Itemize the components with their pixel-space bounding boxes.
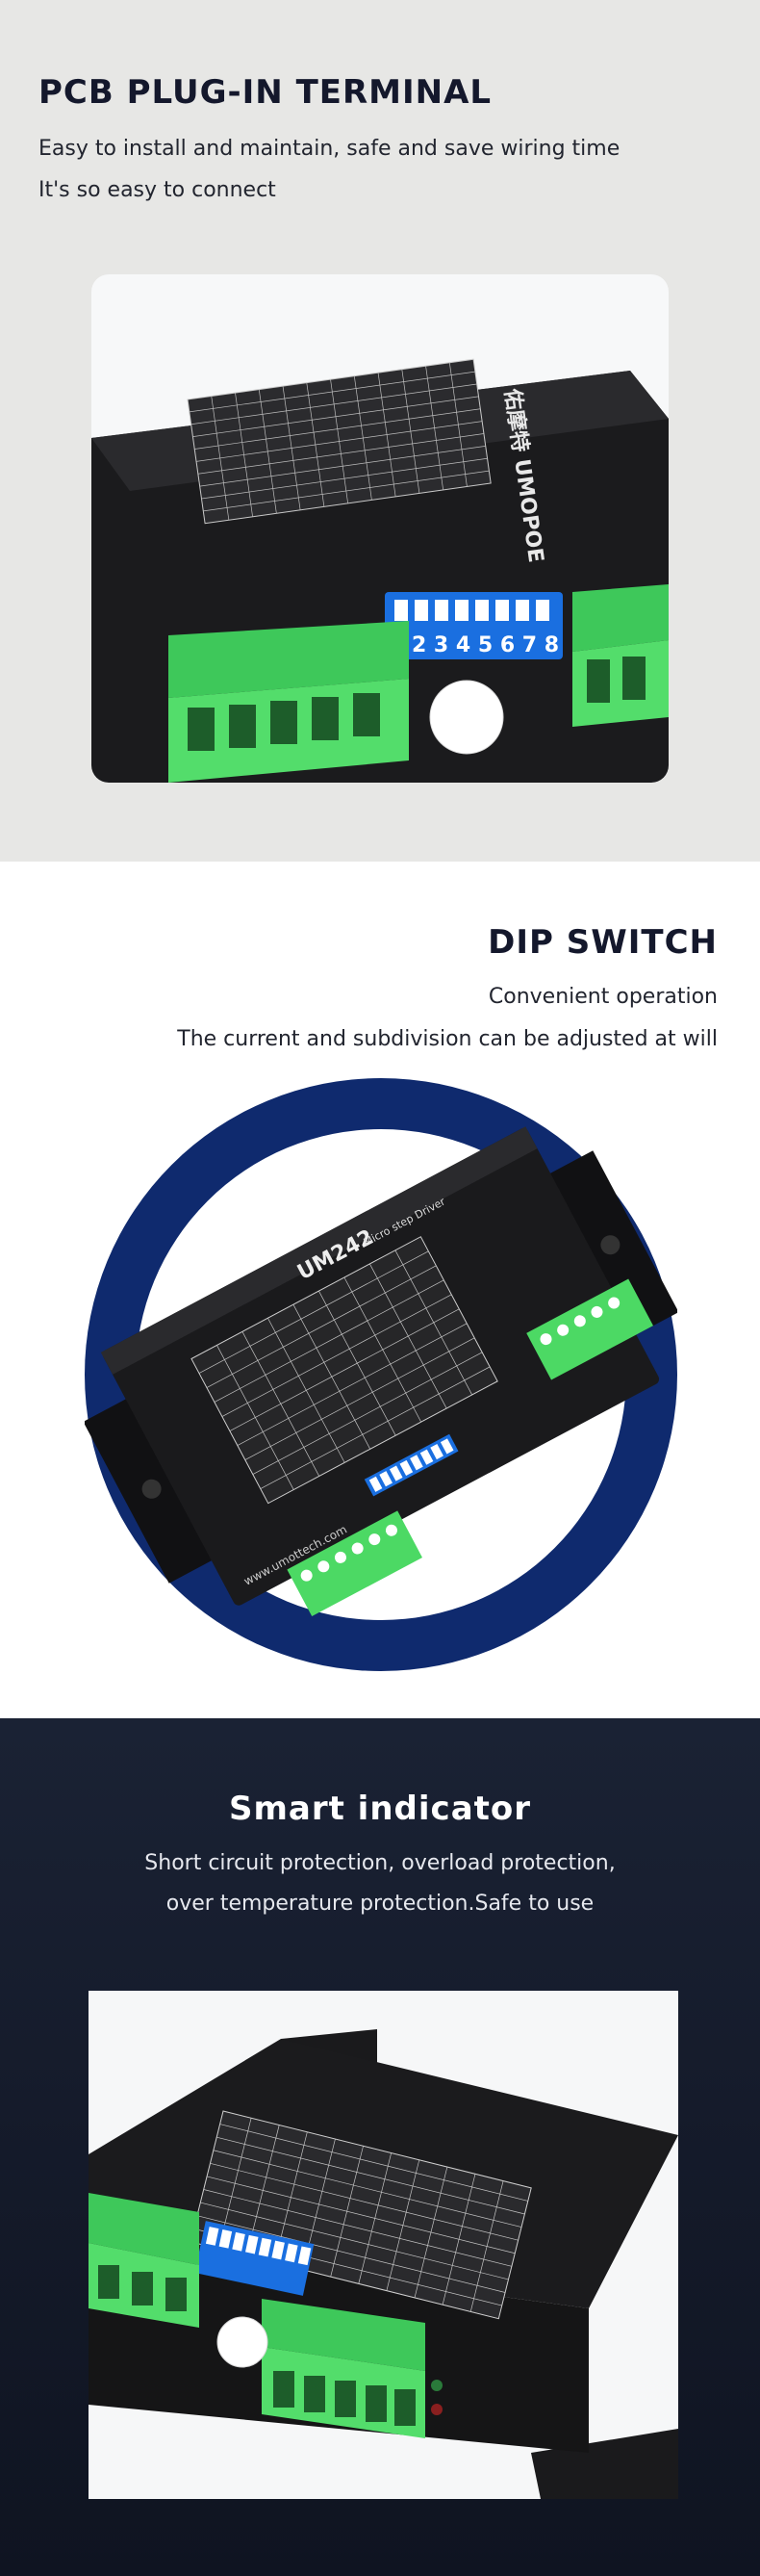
dip-title: DIP SWITCH <box>488 923 718 962</box>
indicator-title: Smart indicator <box>228 1790 532 1828</box>
red-led-icon <box>431 2404 443 2415</box>
green-terminal-right <box>572 584 669 727</box>
indicator-product-photo <box>89 1991 678 2499</box>
terminal-section: PCB PLUG-IN TERMINAL Easy to install and… <box>0 0 760 862</box>
indicator-line-2: over temperature protection.Safe to use <box>165 1892 595 1916</box>
green-terminal-left <box>89 2193 199 2328</box>
indicator-line-1: Short circuit protection, overload prote… <box>144 1851 616 1875</box>
terminal-product-photo: 佑摩特 UMOPOE 1 2 3 4 5 6 7 8 <box>91 274 669 783</box>
dip-product-illustration: UM242 Micro step Driver www.umottech.com <box>83 1078 679 1671</box>
terminal-title: PCB PLUG-IN TERMINAL <box>38 73 493 112</box>
dip-line-2: The current and subdivision can be adjus… <box>177 1027 718 1051</box>
indicator-section: Smart indicator Short circuit protection… <box>0 1718 760 2576</box>
green-terminal-center <box>262 2299 425 2438</box>
green-terminal-left <box>168 621 409 783</box>
terminal-line-2: It's so easy to connect <box>38 178 276 202</box>
dip-section: DIP SWITCH Convenient operation The curr… <box>0 862 760 1718</box>
terminal-line-1: Easy to install and maintain, safe and s… <box>38 137 621 161</box>
dip-numbers: 1 2 3 4 5 6 7 8 <box>390 633 559 657</box>
green-led-icon <box>431 2380 443 2391</box>
dip-line-1: Convenient operation <box>488 985 718 1009</box>
